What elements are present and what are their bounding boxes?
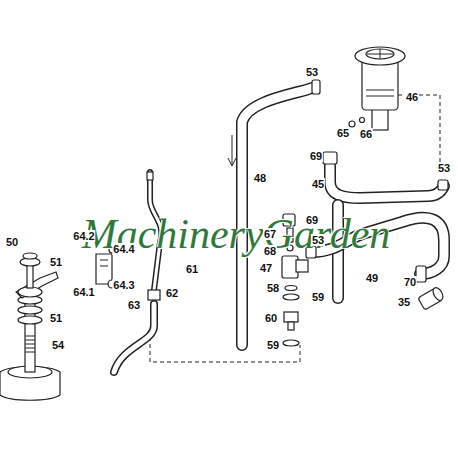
- callout-number: 69: [309, 150, 323, 162]
- callout-number: 53: [437, 162, 451, 174]
- fitting: [416, 266, 445, 310]
- callout-number: 64.1: [72, 286, 95, 298]
- bolt-assembly: [0, 253, 60, 400]
- callout-number: 46: [405, 91, 419, 103]
- callout-number: 64.2: [72, 230, 95, 242]
- callout-number: 49: [365, 272, 379, 284]
- callout-number: 62: [165, 287, 179, 299]
- callout-number: 60: [264, 312, 278, 324]
- callout-number: 59: [311, 291, 325, 303]
- callout-number: 67: [263, 228, 277, 240]
- pipe: [114, 172, 161, 372]
- callout-number: 65: [336, 127, 350, 139]
- callout-number: 51: [49, 256, 63, 268]
- callout-number: 66: [359, 128, 373, 140]
- callout-number: 69: [305, 214, 319, 226]
- callout-number: 64.3: [112, 279, 135, 291]
- callout-number: 53: [311, 234, 325, 246]
- callout-number: 59: [266, 339, 280, 351]
- callout-number: 53: [305, 66, 319, 78]
- filter: [355, 47, 405, 130]
- hose: [330, 166, 444, 198]
- callout-number: 61: [185, 263, 199, 275]
- callout-number: 64.4: [112, 243, 135, 255]
- callout-number: 58: [266, 282, 280, 294]
- callout-number: 35: [397, 296, 411, 308]
- dashed-line: [398, 95, 440, 168]
- fitting: [323, 152, 337, 164]
- callout-number: 45: [311, 178, 325, 190]
- callout-number: 47: [259, 262, 273, 274]
- callout-number: 48: [253, 172, 267, 184]
- callout-number: 70: [403, 276, 417, 288]
- dashed-line: [150, 330, 300, 362]
- callout-number: 68: [263, 245, 277, 257]
- callout-number: 51: [49, 312, 63, 324]
- callout-number: 50: [5, 236, 19, 248]
- callout-number: 54: [51, 339, 65, 351]
- callout-number: 63: [127, 299, 141, 311]
